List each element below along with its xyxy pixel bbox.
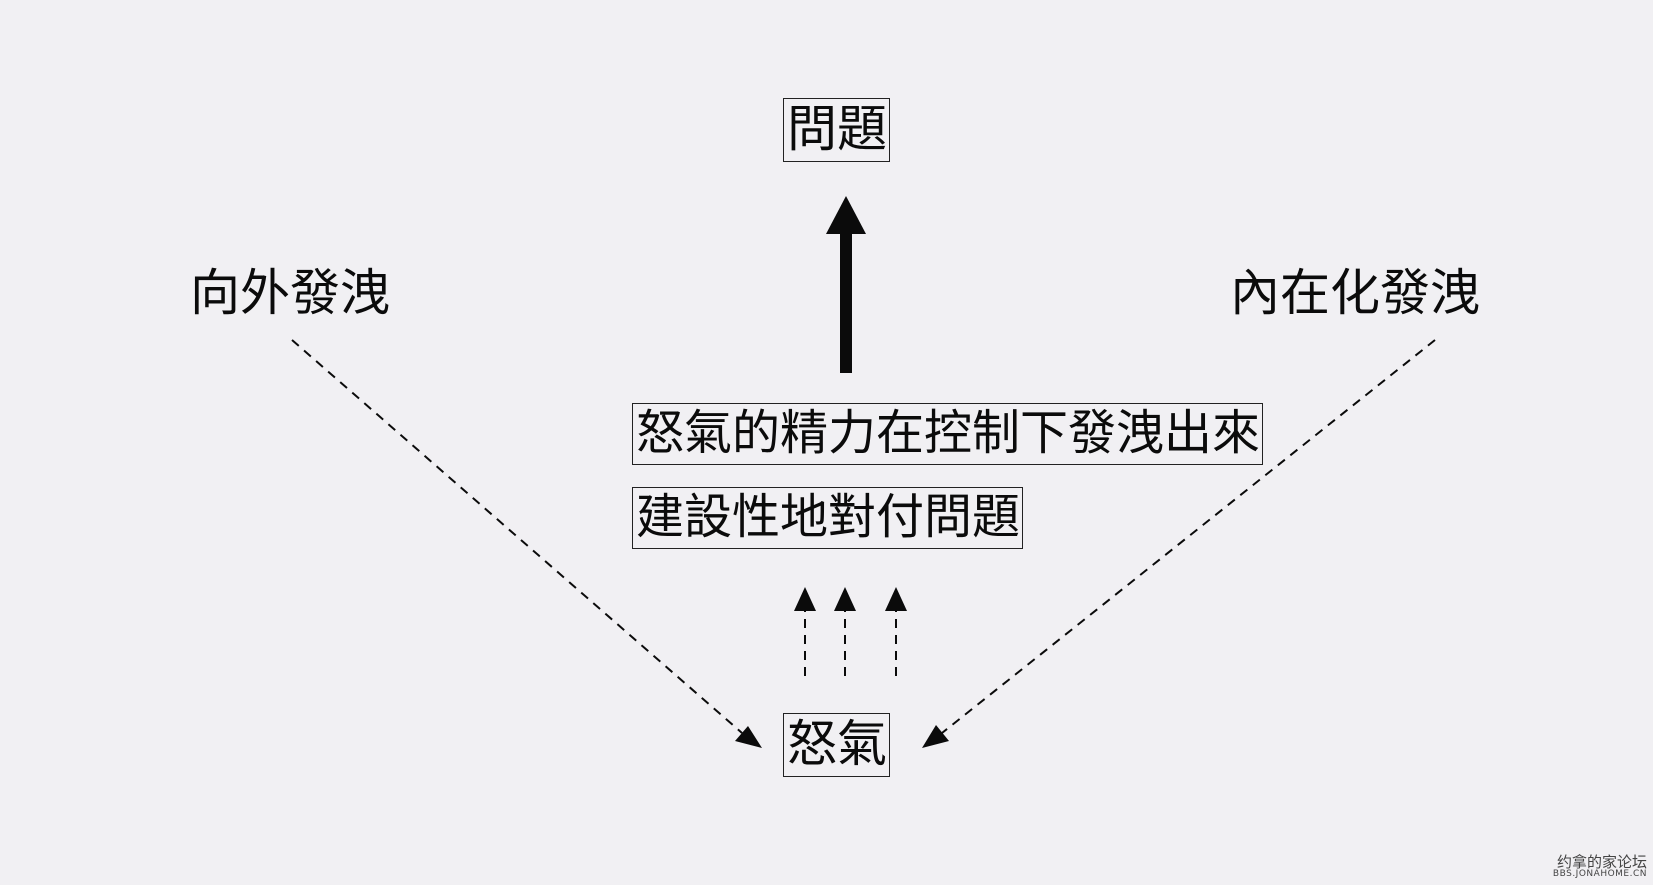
watermark-name: 约拿的家论坛 <box>1556 852 1647 871</box>
inward-venting-label: 內在化發洩 <box>1230 264 1480 322</box>
dashed-arrow-up-icon-2 <box>834 587 856 676</box>
solid-arrow-up-icon <box>826 196 866 373</box>
dashed-arrow-outward-icon <box>291 339 762 748</box>
outward-venting-label: 向外發洩 <box>190 264 390 322</box>
problem-box: 問題 <box>783 98 890 162</box>
controlled-release-box: 怒氣的精力在控制下發洩出來 <box>632 403 1264 465</box>
dashed-arrow-up-icon-3 <box>885 587 907 676</box>
forum-watermark: 约拿的家论坛 BBS.JONAHOME.CN <box>1553 854 1647 880</box>
dashed-arrow-up-icon-1 <box>794 587 816 676</box>
anger-box: 怒氣 <box>783 713 890 777</box>
watermark-url: BBS.JONAHOME.CN <box>1552 869 1647 880</box>
dashed-arrow-inward-icon <box>922 339 1436 748</box>
constructive-handling-box: 建設性地對付問題 <box>632 487 1024 549</box>
